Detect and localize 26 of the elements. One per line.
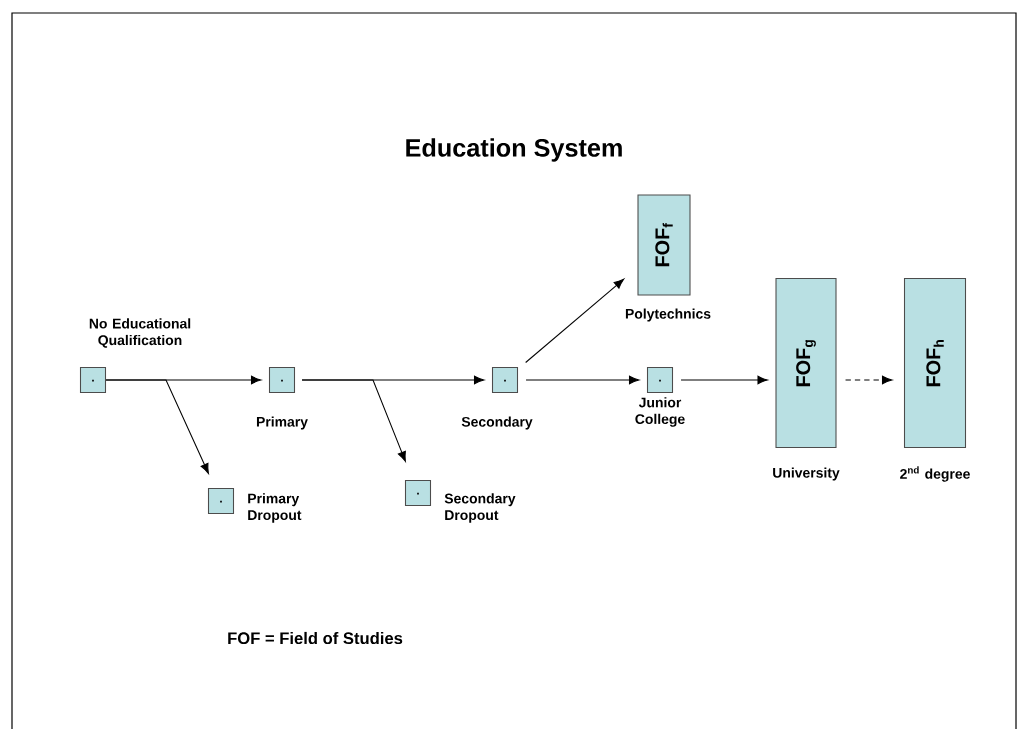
stage-label: Secondary Dropout xyxy=(444,493,516,523)
stage-label: Primary Dropout xyxy=(248,493,302,523)
arrow xyxy=(525,375,640,385)
arrow xyxy=(105,379,209,474)
stage-box: . xyxy=(79,366,107,394)
stage-label: Secondary xyxy=(461,416,533,430)
arrow xyxy=(301,379,406,462)
field-box: FOF$_{h}$ xyxy=(903,277,967,449)
stage-box: . xyxy=(646,366,674,394)
title: Education System xyxy=(406,138,622,162)
stage-box: . xyxy=(404,479,432,507)
stage-label: Polytechnics xyxy=(625,308,711,322)
stage-label: No Educational Qualification xyxy=(89,318,191,348)
stage-box: . xyxy=(491,366,519,394)
note: FOF = Field of Studies xyxy=(228,631,403,645)
stage-box: . xyxy=(207,487,235,515)
field-box: FOF$_{g}$ xyxy=(775,277,837,449)
stage-box: . xyxy=(268,366,296,394)
stage-label: Primary xyxy=(256,416,308,430)
stage-label: 2$^{nd}$ degree xyxy=(900,466,970,482)
stage-label: University xyxy=(773,467,840,481)
arrow xyxy=(680,375,768,385)
arrow xyxy=(525,278,625,363)
field-box: FOF$_{f}$ xyxy=(637,194,691,296)
arrow xyxy=(845,375,893,385)
stage-label: Junior College xyxy=(635,397,685,427)
